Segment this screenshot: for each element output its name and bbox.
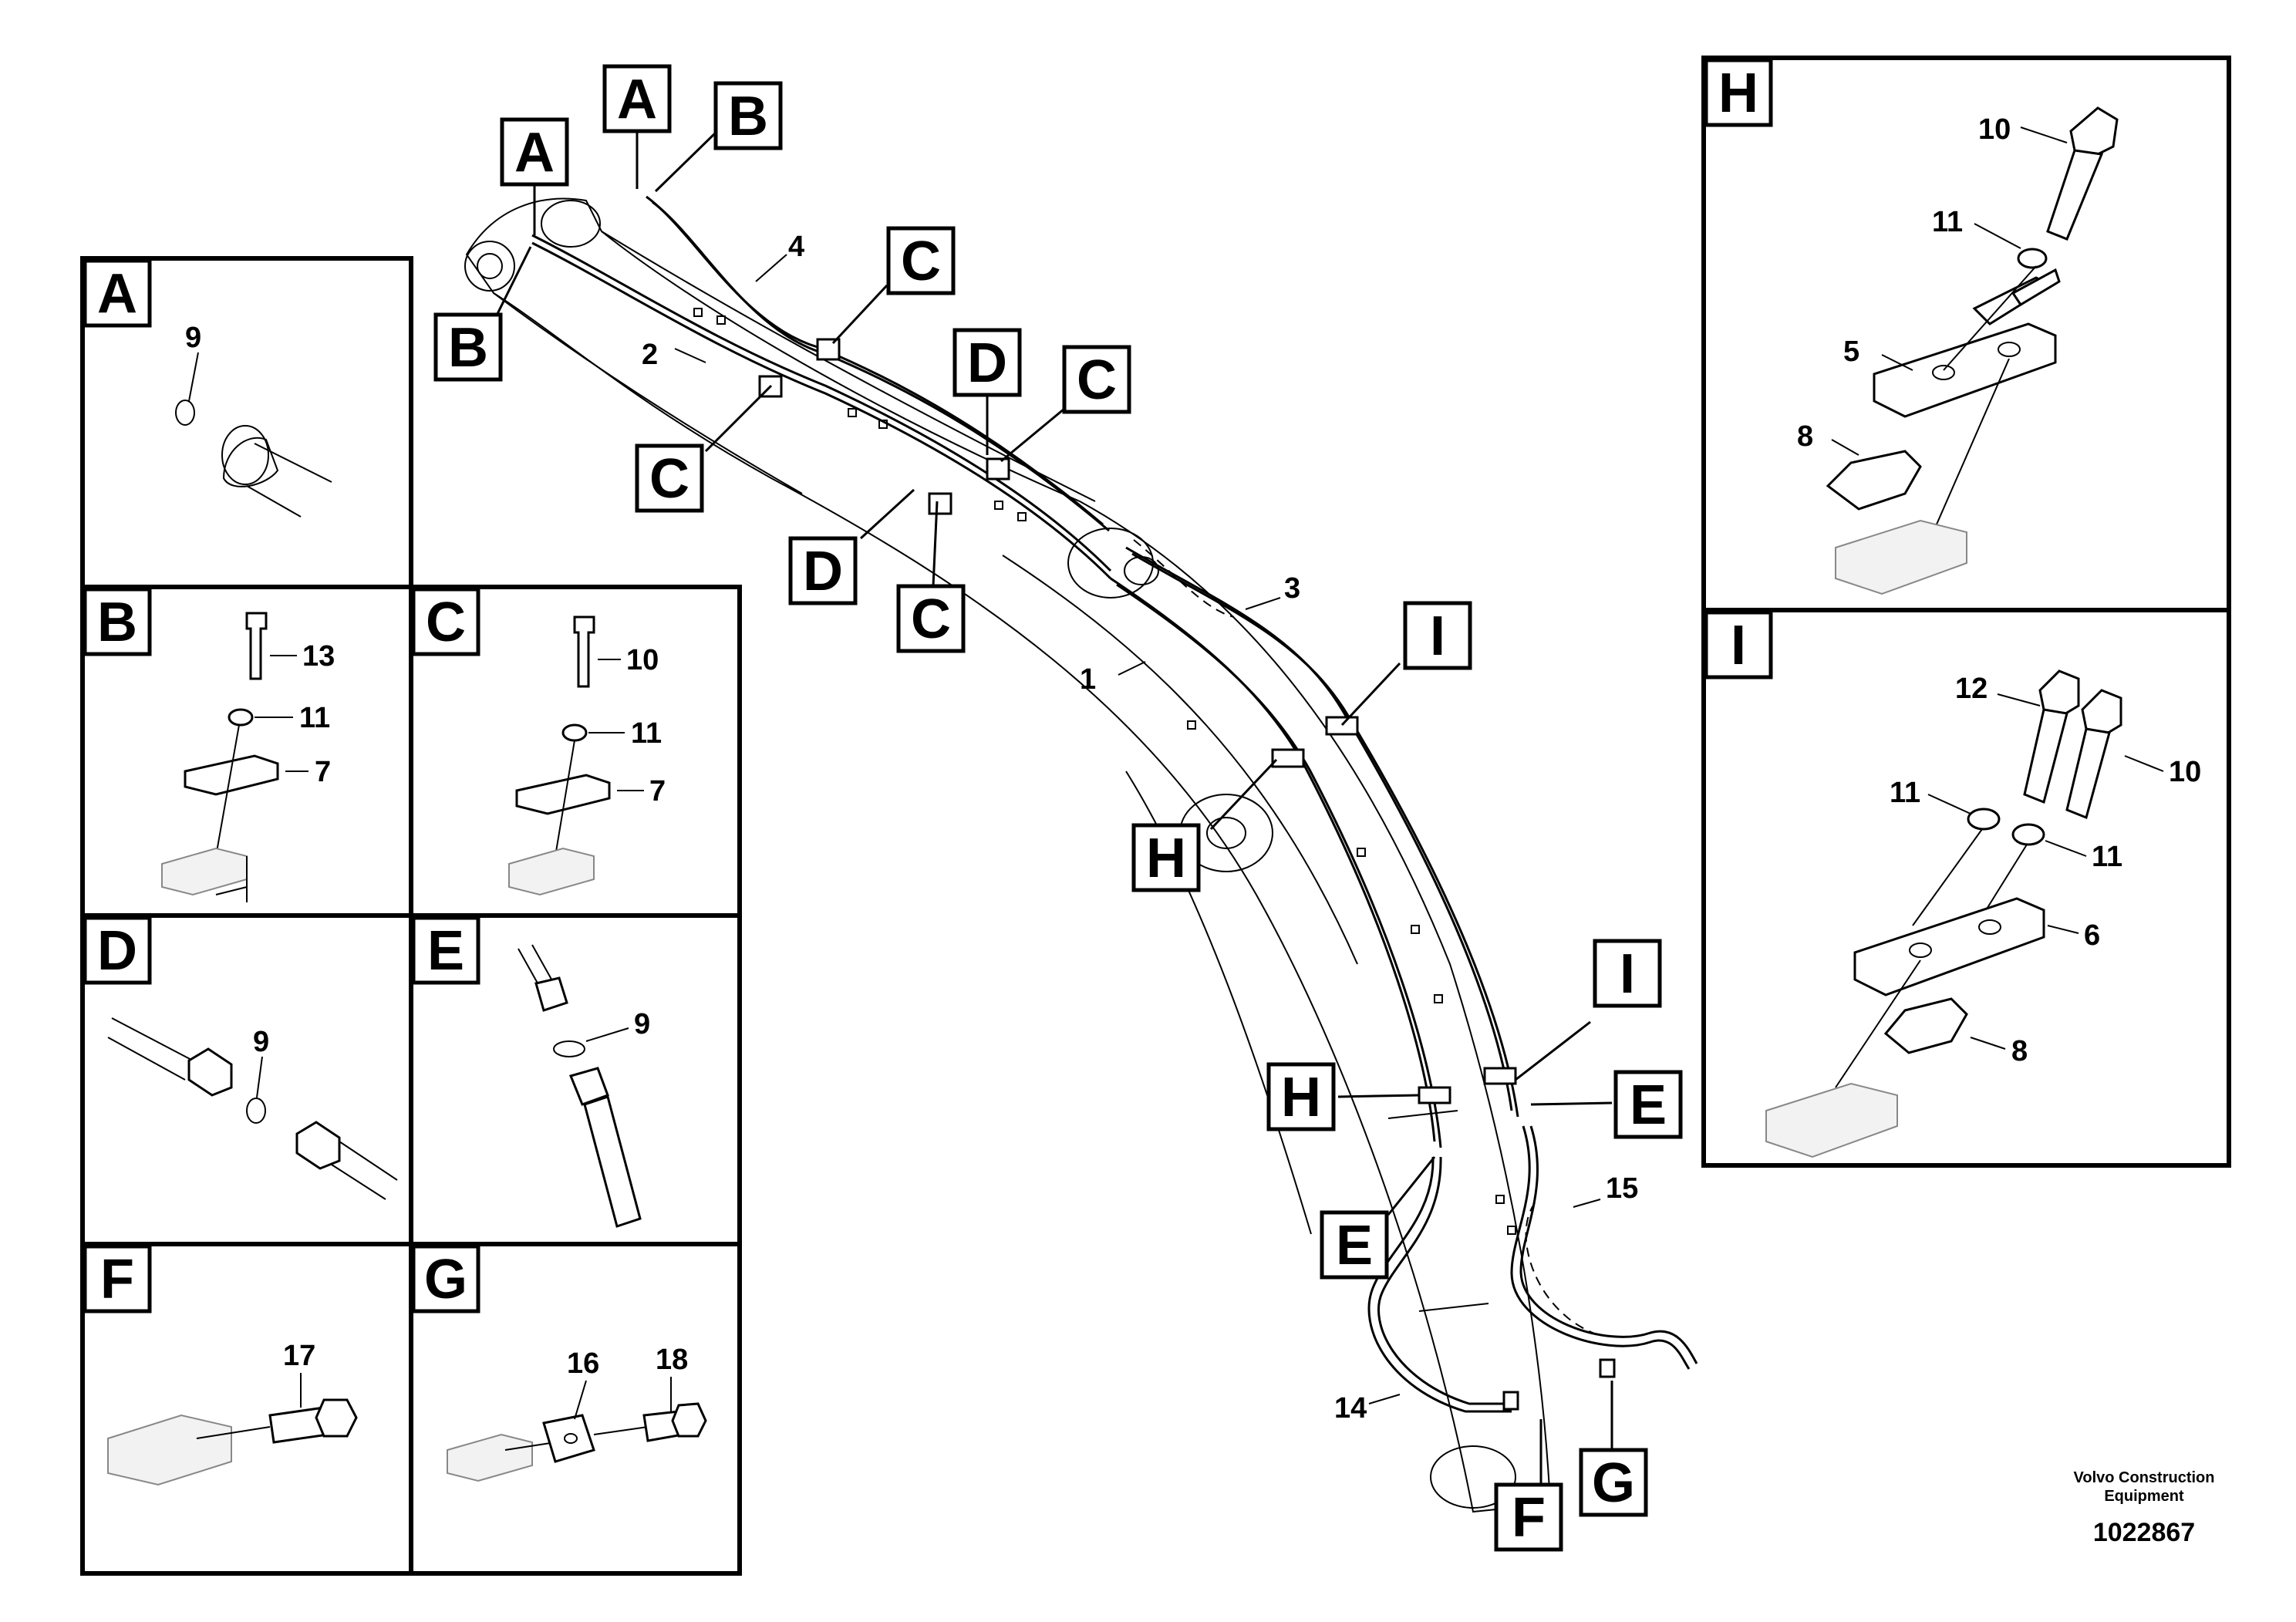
detail-panel-a: A 9 (83, 258, 332, 518)
svg-text:B: B (448, 317, 488, 379)
detail-panel-e: E 9 (411, 916, 650, 1228)
part-2: 2 (642, 339, 658, 371)
panel-d-part-9: 9 (253, 1026, 269, 1058)
svg-text:H: H (1281, 1067, 1321, 1128)
part-1: 1 (1080, 663, 1096, 696)
callout-c-4: C (896, 584, 966, 653)
panel-h-part-5: 5 (1843, 336, 1859, 368)
svg-text:E: E (1630, 1074, 1667, 1136)
svg-text:C: C (1077, 349, 1117, 411)
svg-text:C: C (901, 231, 941, 292)
panel-f-label: F (100, 1249, 134, 1310)
panel-h-part-10: 10 (1978, 113, 2011, 146)
panel-e-part-9: 9 (634, 1008, 650, 1040)
callout-i-2: I (1593, 939, 1662, 1008)
callout-f: F (1494, 1482, 1563, 1552)
main-callouts: A B A B C C D C D C I H I (433, 64, 1683, 1552)
panel-c-part-10: 10 (626, 644, 659, 676)
detail-panel-g: G 16 18 (411, 1244, 707, 1482)
callout-c-3: C (1062, 345, 1131, 414)
svg-text:C: C (911, 588, 951, 650)
svg-text:I: I (1620, 943, 1635, 1005)
panel-i-part-11-b: 11 (2092, 841, 2122, 873)
detail-panel-b: B 13 11 7 (83, 587, 335, 902)
part-14: 14 (1334, 1392, 1367, 1425)
panel-g-part-16: 16 (567, 1347, 599, 1380)
svg-text:C: C (649, 448, 689, 510)
svg-text:E: E (1336, 1215, 1373, 1276)
panel-i-part-10: 10 (2169, 756, 2201, 788)
detail-panel-i: I 12 10 11 11 6 8 (1704, 610, 2201, 1158)
panel-b-part-11: 11 (299, 702, 330, 734)
svg-text:B: B (728, 86, 768, 147)
footer: Volvo Construction Equipment 1022867 (2074, 1469, 2215, 1547)
panel-f-part-17: 17 (283, 1340, 315, 1372)
svg-text:A: A (617, 69, 657, 130)
callout-e-1: E (1613, 1070, 1683, 1139)
panel-a-label: A (97, 263, 137, 325)
detail-panels-right: H 10 11 5 8 I (1701, 56, 2231, 1168)
svg-text:D: D (967, 332, 1007, 394)
panel-e-label: E (427, 920, 464, 982)
detail-panel-c: C 10 11 7 (411, 587, 666, 896)
detail-panel-h: H 10 11 5 8 (1704, 58, 2119, 595)
panel-a-part-9: 9 (185, 322, 201, 354)
panel-b-part-13: 13 (302, 640, 335, 673)
detail-panels-left: A 9 B 13 11 7 C (80, 256, 742, 1576)
callout-b-top: B (713, 81, 783, 150)
callout-d-1: D (952, 328, 1022, 397)
panel-c-label: C (426, 592, 466, 653)
main-part-numbers: 4 2 3 1 15 14 (642, 231, 1638, 1425)
panel-i-part-6: 6 (2084, 919, 2100, 952)
panel-b-part-7: 7 (315, 756, 331, 788)
panel-h-label: H (1718, 62, 1758, 124)
part-4: 4 (788, 231, 804, 263)
panel-c-part-11: 11 (631, 717, 662, 750)
svg-text:D: D (803, 541, 843, 602)
svg-text:A: A (514, 122, 555, 184)
svg-text:I: I (1430, 605, 1445, 667)
callout-i-1: I (1403, 601, 1472, 670)
svg-text:F: F (1512, 1487, 1546, 1549)
svg-text:G: G (1592, 1452, 1635, 1514)
detail-panel-f: F 17 (83, 1244, 358, 1486)
part-15: 15 (1606, 1172, 1638, 1205)
panel-g-label: G (424, 1249, 467, 1310)
callout-b: B (433, 312, 503, 382)
panel-i-part-12: 12 (1955, 673, 1988, 705)
callout-h-1: H (1131, 823, 1201, 892)
callout-h-2: H (1266, 1062, 1336, 1131)
callout-c-1: C (886, 226, 956, 295)
panel-i-part-8: 8 (2011, 1035, 2028, 1067)
part-3: 3 (1284, 572, 1300, 605)
panel-g-part-18: 18 (656, 1344, 688, 1376)
panel-h-part-8: 8 (1797, 420, 1813, 453)
panel-i-label: I (1731, 615, 1746, 676)
detail-panel-d: D 9 (83, 916, 398, 1200)
panel-h-part-11: 11 (1932, 206, 1963, 238)
panel-c-part-7: 7 (649, 775, 666, 808)
callout-e-2: E (1320, 1210, 1389, 1280)
callout-d-2: D (788, 536, 858, 605)
brand-line-1: Volvo Construction (2074, 1469, 2215, 1486)
callout-a: A (500, 117, 569, 187)
brand-line-2: Equipment (2104, 1488, 2184, 1505)
callout-c-2: C (635, 443, 704, 513)
panel-b-label: B (97, 592, 137, 653)
callout-g: G (1579, 1448, 1648, 1517)
panel-d-label: D (97, 920, 137, 982)
panel-i-part-11-a: 11 (1890, 777, 1920, 809)
callout-a-top: A (602, 64, 672, 133)
hydraulic-lines (531, 195, 1698, 1413)
svg-text:H: H (1146, 828, 1186, 889)
document-number: 1022867 (2093, 1518, 2195, 1547)
